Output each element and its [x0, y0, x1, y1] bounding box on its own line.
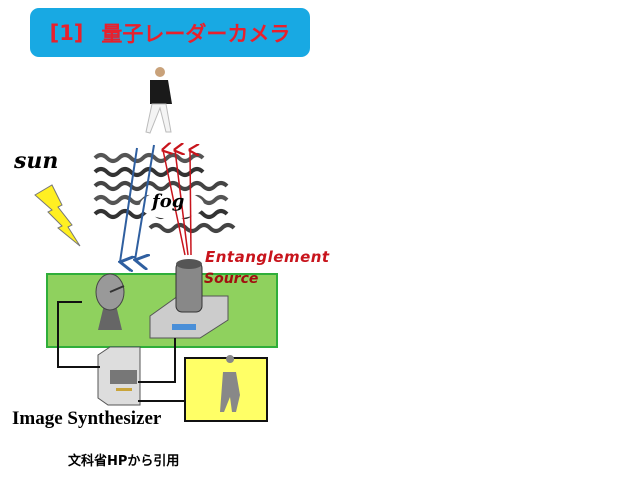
source-label: Source	[204, 271, 259, 287]
entanglement-label: Entanglement	[205, 248, 330, 266]
sun-label: sun	[14, 148, 59, 174]
entanglement-source-device	[149, 259, 229, 339]
citation-text: 文科省HPから引用	[68, 454, 180, 469]
lightning-icon	[34, 184, 81, 247]
connection-cables	[57, 301, 185, 402]
sunlight-ray	[135, 144, 155, 260]
title-text: 量子レーダーカメラ	[101, 21, 291, 46]
title-number: [1]	[49, 20, 84, 45]
image-synthesizer-label: Image Synthesizer	[12, 408, 162, 429]
monitor-display	[184, 355, 268, 422]
computer-tower-icon	[97, 346, 141, 406]
satellite-dish-icon	[95, 273, 125, 330]
fog-icon	[93, 153, 236, 233]
entangled-photon-rays	[163, 150, 191, 256]
fog-label: fog	[152, 191, 185, 212]
sunlight-ray	[120, 147, 138, 262]
title-banner: [1] 量子レーダーカメラ	[30, 8, 310, 57]
person-icon	[145, 67, 172, 134]
